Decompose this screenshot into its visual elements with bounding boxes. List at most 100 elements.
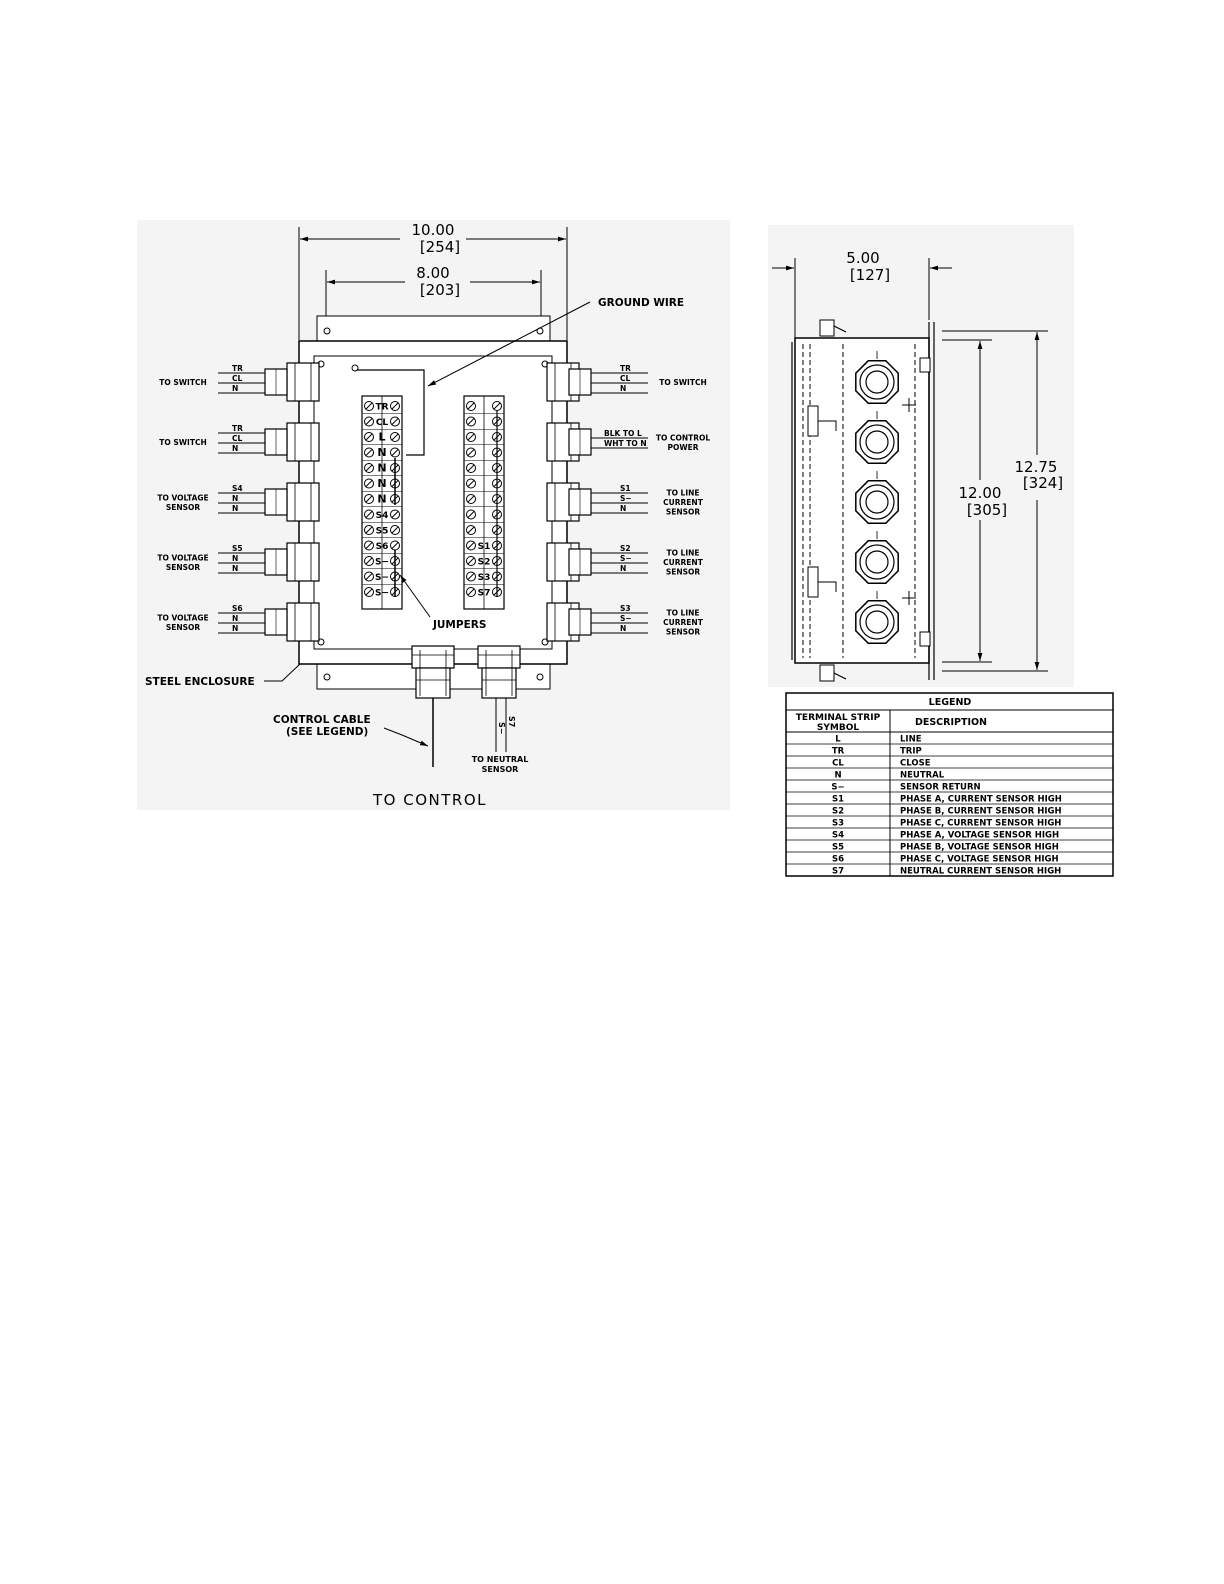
wire-label: TR bbox=[232, 424, 243, 433]
legend-symbol: S2 bbox=[832, 807, 844, 817]
terminal-label: N bbox=[377, 477, 386, 490]
wire-label: N bbox=[620, 624, 626, 633]
legend-description: PHASE A, CURRENT SENSOR HIGH bbox=[900, 795, 1062, 805]
wire-label: TR bbox=[232, 364, 243, 373]
wire-label: N bbox=[232, 624, 238, 633]
connector-destination-label: SENSOR bbox=[666, 508, 701, 517]
dimension-width-outer: 10.00 [254] bbox=[298, 221, 568, 340]
connector-destination-label: CURRENT bbox=[663, 558, 704, 567]
connector-destination-label: TO LINE bbox=[666, 609, 699, 618]
side-latches bbox=[807, 319, 931, 682]
legend-description: NEUTRAL bbox=[900, 771, 945, 781]
terminal-label: S7 bbox=[478, 589, 491, 599]
wire-label: S6 bbox=[232, 604, 243, 613]
legend-symbol: CL bbox=[832, 759, 844, 769]
wire-label: N bbox=[620, 504, 626, 513]
wire-label: S− bbox=[620, 494, 632, 503]
wire-label: S− bbox=[620, 554, 632, 563]
legend-description: PHASE C, CURRENT SENSOR HIGH bbox=[900, 819, 1061, 829]
terminal-label: S− bbox=[375, 573, 389, 583]
connector-destination-label: SENSOR bbox=[166, 563, 201, 572]
legend-description: PHASE B, CURRENT SENSOR HIGH bbox=[900, 807, 1062, 817]
dim-inner-value: 8.00 bbox=[416, 264, 449, 282]
terminal-label: L bbox=[378, 431, 385, 444]
connector-destination-label: TO SWITCH bbox=[159, 378, 206, 387]
wire-label: CL bbox=[232, 434, 243, 443]
wire-label: N bbox=[232, 614, 238, 623]
wire-label: S4 bbox=[232, 484, 243, 493]
wire-label: CL bbox=[620, 374, 631, 383]
to-neutral-label-1: TO NEUTRAL bbox=[472, 755, 529, 764]
wire-label: N bbox=[232, 554, 238, 563]
wire-label: TR bbox=[620, 364, 631, 373]
dim-depth-value: 5.00 bbox=[846, 249, 879, 267]
wire-label: N bbox=[232, 494, 238, 503]
connector-destination-label: SENSOR bbox=[166, 623, 201, 632]
wire-label: S3 bbox=[620, 604, 631, 613]
control-cable-label-1: CONTROL CABLE bbox=[273, 714, 371, 726]
hub-nut bbox=[855, 360, 899, 404]
terminal-label: S− bbox=[375, 589, 389, 599]
ground-lug bbox=[351, 364, 359, 372]
legend-symbol: S− bbox=[831, 783, 844, 793]
legend-title: LEGEND bbox=[929, 697, 972, 708]
legend-symbol: L bbox=[835, 735, 841, 745]
dim-height-outer-value: 12.75 bbox=[1015, 458, 1058, 476]
terminal-label: S2 bbox=[478, 558, 491, 568]
wire-label: S5 bbox=[232, 544, 243, 553]
front-view: 10.00 [254] 8.00 [203] GROUND WIRE bbox=[137, 220, 730, 810]
legend-symbol: S6 bbox=[832, 855, 844, 865]
legend-symbol: S5 bbox=[832, 843, 844, 853]
wire-label: N bbox=[232, 504, 238, 513]
connector-destination-label: SENSOR bbox=[666, 568, 701, 577]
legend-symbol: S3 bbox=[832, 819, 844, 829]
legend-description: SENSOR RETURN bbox=[900, 783, 981, 793]
neutral-wire-label-s-minus: S− bbox=[497, 722, 506, 734]
wire-label: N bbox=[620, 564, 626, 573]
legend-description: NEUTRAL CURRENT SENSOR HIGH bbox=[900, 867, 1061, 877]
steel-enclosure-leader bbox=[264, 663, 301, 682]
legend-description: TRIP bbox=[900, 747, 922, 757]
dim-height-inner-value: 12.00 bbox=[959, 484, 1002, 502]
legend-symbol: S4 bbox=[832, 831, 844, 841]
wire-label: S− bbox=[620, 614, 632, 623]
dim-depth-metric: [127] bbox=[850, 266, 890, 284]
dim-outer-metric: [254] bbox=[420, 238, 460, 256]
legend-description: LINE bbox=[900, 735, 922, 745]
wire-label: S2 bbox=[620, 544, 631, 553]
enclosure-inner-panel bbox=[313, 355, 553, 650]
terminal-label: S3 bbox=[478, 573, 491, 583]
cable-gland bbox=[286, 602, 320, 642]
terminal-label: S5 bbox=[376, 527, 389, 537]
wire-label: BLK TO L bbox=[604, 429, 642, 438]
side-connector-hubs bbox=[855, 351, 899, 644]
connector-destination-label: POWER bbox=[667, 443, 698, 452]
connector-destination-label: TO LINE bbox=[666, 549, 699, 558]
control-cable-label-2: (SEE LEGEND) bbox=[286, 726, 368, 738]
wire-label: S1 bbox=[620, 484, 631, 493]
connector-destination-label: TO LINE bbox=[666, 489, 699, 498]
legend-symbol: TR bbox=[832, 747, 845, 757]
hub-nut bbox=[855, 600, 899, 644]
to-control-label: TO CONTROL bbox=[372, 791, 487, 809]
dim-height-outer-metric: [324] bbox=[1023, 474, 1063, 492]
legend-col1-header-2: SYMBOL bbox=[817, 723, 859, 733]
wire-label: N bbox=[620, 384, 626, 393]
connector-destination-label: TO VOLTAGE bbox=[157, 553, 208, 562]
neutral-wire-label-s7: S7 bbox=[507, 716, 516, 727]
side-view: 5.00 [127] bbox=[768, 225, 1074, 687]
ground-wire-label: GROUND WIRE bbox=[598, 297, 684, 309]
wire-label: CL bbox=[232, 374, 243, 383]
wire-label: N bbox=[232, 564, 238, 573]
wire-label: N bbox=[232, 444, 238, 453]
wire-label: N bbox=[232, 384, 238, 393]
